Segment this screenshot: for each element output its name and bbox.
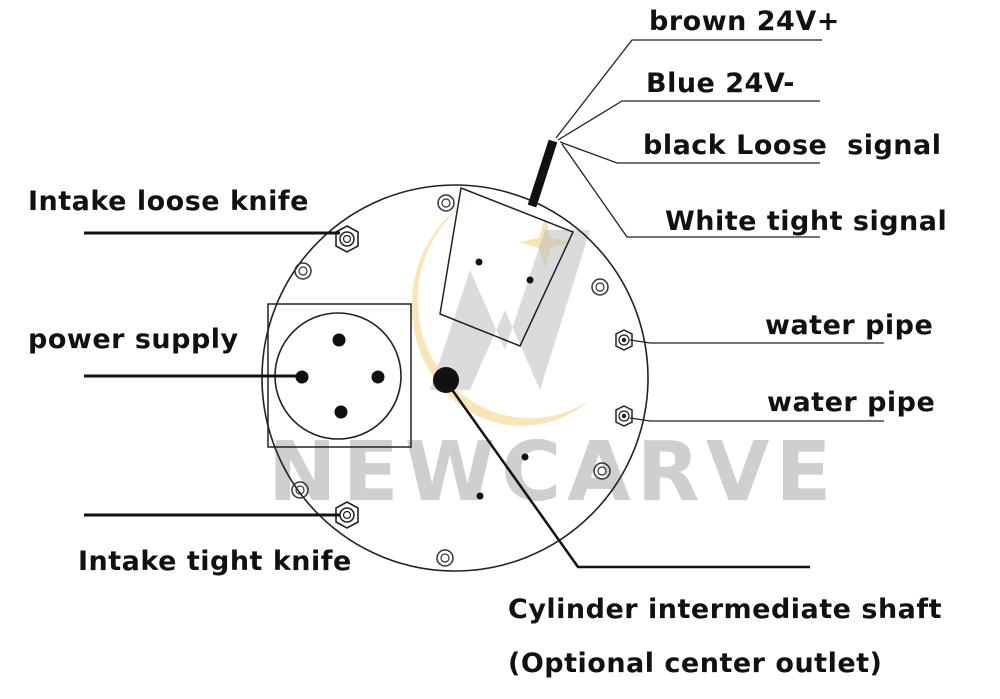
label-intake-loose-knife: Intake loose knife: [28, 186, 309, 217]
label-brown-24v-plus: brown 24V+: [649, 6, 840, 37]
leader-water-2: [629, 417, 884, 422]
joint-body: [261, 184, 649, 572]
watermark-n-logo: [430, 230, 590, 390]
rim-bolt-holes: [291, 194, 611, 567]
body-dot: [476, 492, 484, 500]
leader-shaft: [446, 383, 810, 569]
socket-pin: [371, 370, 385, 384]
signal-wires: [555, 39, 822, 238]
bolt-hole: [437, 194, 455, 212]
signal-connector: [439, 139, 575, 347]
socket-pin: [332, 333, 346, 347]
label-water-pipe-1: water pipe: [765, 310, 933, 341]
label-intake-tight-knife: Intake tight knife: [78, 546, 352, 577]
intake-loose-fitting: [335, 225, 359, 253]
bolt-hole: [593, 462, 611, 480]
water-pipe-fitting-2: [615, 405, 633, 427]
leader-water-1: [629, 339, 884, 344]
body-dot: [521, 453, 529, 461]
label-optional-center-outlet: (Optional center outlet): [508, 648, 882, 679]
wire-white: [561, 143, 820, 238]
label-power-supply: power supply: [28, 324, 239, 355]
watermark-text: NEWCARVE: [268, 425, 837, 520]
wire-black: [559, 141, 820, 164]
wire-blue: [557, 100, 820, 141]
bolt-hole: [591, 278, 609, 296]
center-shaft: [433, 367, 459, 393]
cable-stub: [527, 139, 558, 208]
bolt-hole: [294, 262, 312, 280]
label-black-loose-signal: black Loose signal: [643, 130, 942, 161]
water-pipe-fitting-1: [615, 329, 633, 351]
watermark: NEWCARVE: [268, 200, 837, 520]
bolt-hole: [436, 549, 454, 567]
label-white-tight-signal: White tight signal: [665, 206, 947, 237]
label-blue-24v-minus: Blue 24V-: [646, 68, 795, 99]
wire-brown: [555, 39, 822, 139]
bolt-hole: [291, 481, 309, 499]
socket-pin: [334, 405, 348, 419]
label-cylinder-shaft: Cylinder intermediate shaft: [508, 594, 942, 625]
label-water-pipe-2: water pipe: [767, 387, 935, 418]
